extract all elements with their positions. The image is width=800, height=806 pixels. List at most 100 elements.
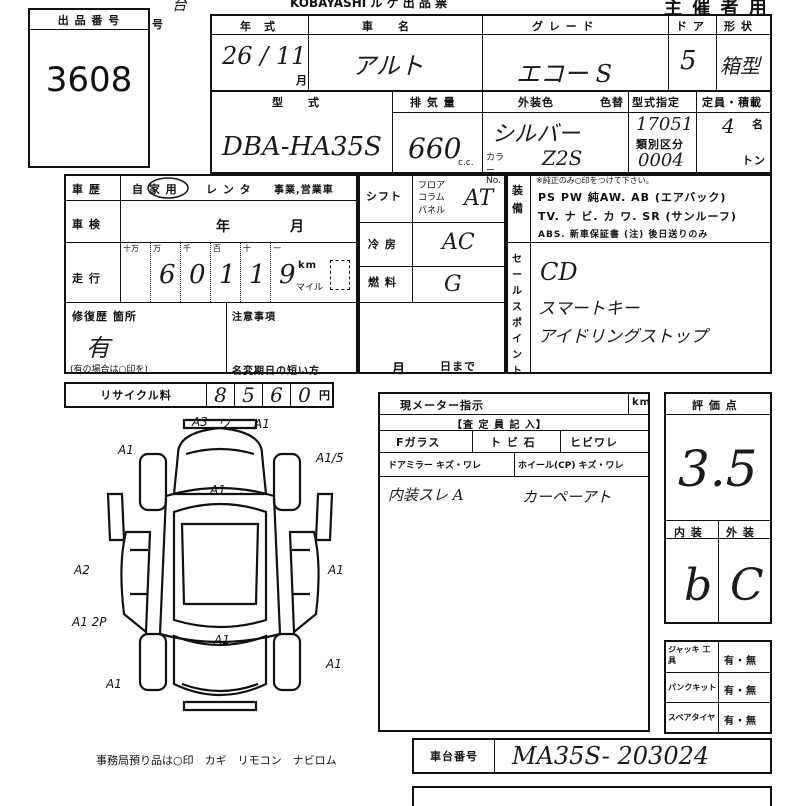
mileage-digit: 1 — [219, 260, 236, 290]
mileage-unit-label: 千 — [183, 244, 191, 253]
displacement-label: 排 気 量 — [410, 96, 456, 109]
history-option-private: 自 家 用 — [132, 183, 178, 196]
remark-2: カーペーアト — [522, 488, 612, 506]
lot-box: 出 品 番 号 3608 — [28, 8, 150, 168]
sales-point-3: アイドリングストップ — [538, 327, 708, 347]
shift-panel: パネル — [418, 206, 446, 216]
color-no-label: カラー No. — [486, 153, 505, 186]
tobi-label: ト ビ 石 — [490, 436, 536, 449]
mark-a1-rl: A1 — [105, 677, 122, 691]
equipment-line-3: ABS. 新車保証書 (注) 後日送りのみ — [538, 230, 709, 240]
jack-label: ジャッキ 工 具 — [668, 645, 711, 665]
meter-unit: km — [632, 397, 652, 408]
name-label: 車 名 — [362, 20, 410, 33]
mirror-label: ドアミラー キズ・ワレ — [388, 461, 481, 471]
score-block: 評 価 点 3.5 内 装 外 装 b C — [664, 392, 772, 624]
mark-a2-left: A2 — [73, 563, 90, 577]
recycle-digit: 5 — [234, 383, 262, 407]
mile-label: マイル — [296, 283, 324, 293]
lot-suffix: 号 — [152, 18, 164, 31]
vehicle-info: 年 式 車 名 グ レ ー ド ド ア 形 状 26 / 11 月 アルト エコ… — [210, 14, 772, 186]
damage-marks: A3 ワ A1 A1 A1/5 A1 A2 A1 A1 2P A1 A1 A1 — [71, 415, 344, 691]
recycle-digit: 6 — [262, 383, 290, 407]
color-label: 外装色 — [518, 96, 554, 109]
score-value: 3.5 — [678, 440, 758, 498]
car-damage-diagram: A3 ワ A1 A1 A1/5 A1 A2 A1 A1 2P A1 A1 A1 — [71, 415, 344, 712]
hibi-label: ヒビワレ — [570, 436, 618, 449]
model-label: 型 式 — [272, 96, 320, 109]
circle-mark — [147, 177, 189, 199]
diagram-footer: 事務局預り品は○印 カギ リモコン ナビロム — [96, 754, 337, 767]
chassis-block: 車台番号 MA35S- 203024 — [412, 738, 772, 774]
history-option-business: 事業,営業車 — [274, 185, 334, 196]
remark-1: 内装スレ A — [388, 486, 464, 504]
reg-day: 日まで — [440, 360, 476, 373]
shift-label: シフト — [366, 190, 402, 203]
interior-label: 内 装 — [674, 526, 703, 539]
color-value: シルバー — [492, 122, 581, 147]
equipment-note: ※純正のみ○印をつけて下さい。 — [536, 176, 654, 185]
type-spec-value: 17051 — [636, 114, 694, 135]
color-no-value: Z2S — [542, 146, 583, 170]
doors-value: 5 — [680, 46, 697, 76]
mark-a1-side: A1 — [327, 563, 344, 577]
lot-label: 出 品 番 号 — [30, 10, 148, 30]
header-char: 台 — [172, 0, 188, 14]
mileage-digit: 6 — [159, 260, 176, 290]
inspector-title: 【査 定 員 記 入】 — [452, 420, 547, 431]
mileage-unit-label: 十万 — [123, 244, 139, 253]
wheel-label: ホイール(CP) キズ・ワレ — [518, 461, 624, 471]
mileage-unit-label: 一 — [273, 244, 281, 253]
mark-a1-rear: A1 — [213, 633, 230, 647]
displacement-value: 660 — [408, 132, 462, 165]
jack-yes-no: 有・無 — [724, 656, 757, 667]
mileage-cell: 十万 — [120, 242, 150, 302]
capacity-label: 定員・積載 — [702, 96, 762, 109]
recycle-digit: 0 — [290, 383, 318, 407]
mileage-digit: 0 — [189, 260, 206, 290]
car-name: アルト — [352, 52, 424, 80]
recycle-digit: 8 — [206, 383, 234, 407]
capacity-unit: 名 — [752, 118, 764, 131]
equipment-line-1: PS PW 純AW. AB (エアバック) — [538, 191, 727, 204]
fuel-value: G — [444, 272, 462, 297]
sales-point-2: スマートキー — [538, 299, 640, 319]
shift-value: AT — [464, 186, 494, 211]
puncture-yes-no: 有・無 — [724, 686, 757, 697]
repair-value: 有 — [86, 334, 110, 362]
chassis-value: MA35S- 203024 — [512, 742, 710, 770]
mark-a1-top: A1 — [253, 417, 270, 431]
reg-label: 名変期日の短い方 — [232, 366, 320, 377]
grade-label: グ レ ー ド — [532, 20, 595, 33]
history-option-rental: レ ン タ — [206, 183, 252, 196]
mileage-unit-label: 十 — [243, 244, 251, 253]
mark-wa: ワ — [218, 417, 231, 431]
equipment-label: 装 備 — [512, 184, 524, 215]
specs-block: シフト フロア コラム パネル AT 冷 房 AC 燃 料 G — [358, 174, 506, 374]
shift-column: コラム — [418, 193, 445, 203]
mileage-digit: 1 — [249, 260, 266, 290]
mileage-unit-label: 万 — [153, 244, 161, 253]
ac-label: 冷 房 — [368, 238, 397, 251]
equipment-line-2: TV. ナ ビ. カ ワ. SR (サンルーフ) — [538, 210, 737, 223]
mark-a3: A3 — [191, 415, 208, 429]
ton-unit: トン — [742, 154, 766, 167]
mark-a1-hood: A1 — [209, 483, 226, 497]
glass-label: Fガラス — [396, 436, 441, 449]
score-label: 評 価 点 — [692, 399, 738, 412]
shift-floor: フロア — [418, 181, 446, 191]
km-label: km — [298, 260, 318, 271]
inspector-block: 現メーター指示 km 【査 定 員 記 入】 Fガラス ト ビ 石 ヒビワレ ド… — [378, 392, 650, 732]
shape-label: 形 状 — [724, 20, 753, 33]
year-value: 26 / 11 — [222, 42, 307, 70]
sales-point-label: セールスポイント — [512, 254, 523, 377]
mile-checkbox[interactable] — [330, 260, 350, 290]
mark-a1-rr: A1 — [325, 657, 342, 671]
repair-label: 修復歴 箇所 — [72, 310, 137, 323]
